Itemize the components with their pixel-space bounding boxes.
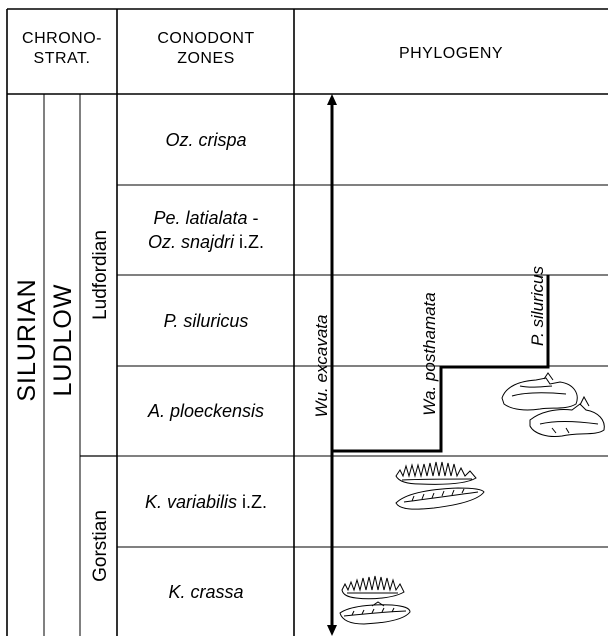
stage-label-gorstian: Gorstian bbox=[90, 510, 111, 582]
conodont-illustration-kvariabilis-upper bbox=[396, 462, 476, 484]
zone-label: Oz. snajdri i.Z. bbox=[148, 232, 264, 252]
phylogeny-header: PHYLOGENY bbox=[399, 45, 503, 62]
range-arrow-top bbox=[327, 94, 337, 105]
zone-label: K. variabilis i.Z. bbox=[145, 492, 267, 512]
zone-label: A. ploeckensis bbox=[147, 401, 264, 421]
lineage-wa-posthamata bbox=[332, 275, 548, 451]
chronostrat-header-line2: STRAT. bbox=[34, 50, 91, 67]
conodont-illustration-psiluricus-upper bbox=[502, 373, 577, 410]
conodont-illustration-kvariabilis-lower bbox=[396, 488, 484, 509]
conodont-header-line1: CONODONT bbox=[157, 30, 254, 47]
range-arrow-bottom bbox=[327, 625, 337, 636]
conodont-header-line2: ZONES bbox=[177, 50, 235, 67]
stage-label-ludfordian: Ludfordian bbox=[90, 230, 111, 320]
conodont-illustrations bbox=[340, 373, 604, 624]
conodont-illustration-kcrassa-lower bbox=[340, 602, 410, 624]
taxon-label-p-siluricus: P. siluricus bbox=[528, 266, 547, 346]
chronostrat-header-line1: CHRONO- bbox=[22, 30, 102, 47]
zone-label: Pe. latialata - bbox=[153, 208, 258, 228]
zone-label: P. siluricus bbox=[164, 311, 249, 331]
conodont-illustration-psiluricus-lower bbox=[530, 397, 604, 437]
system-label: SILURIAN bbox=[13, 278, 41, 401]
taxon-label-wa-posthamata: Wa. posthamata bbox=[420, 292, 439, 415]
zone-label: K. crassa bbox=[168, 582, 243, 602]
taxon-label-wu-excavata: Wu. excavata bbox=[312, 315, 331, 418]
conodont-illustration-kcrassa-upper bbox=[342, 576, 404, 599]
series-label: LUDLOW bbox=[49, 284, 77, 397]
zone-label: Oz. crispa bbox=[165, 130, 246, 150]
